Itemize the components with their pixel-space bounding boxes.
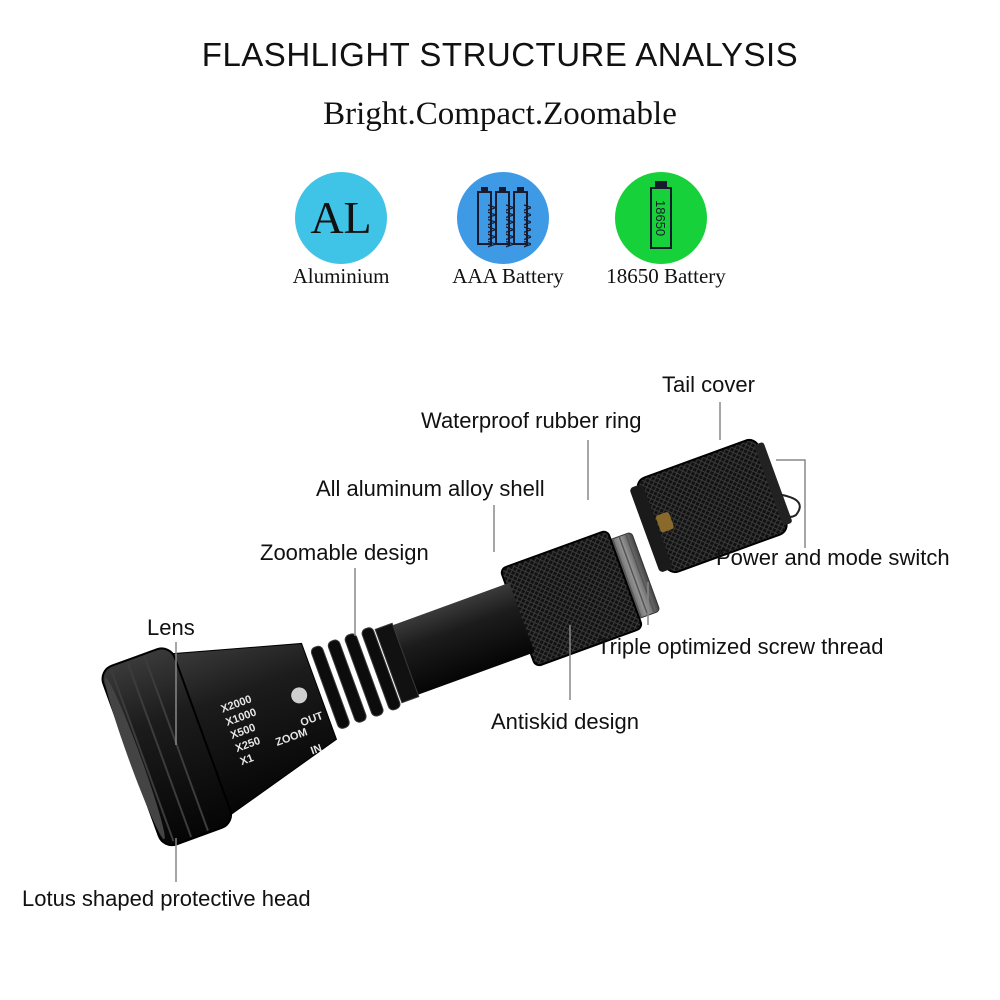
al-badge-icon: AL: [310, 192, 372, 243]
callout-alloy-shell: All aluminum alloy shell: [316, 476, 545, 501]
tail-cover-part: [630, 438, 792, 574]
callout-lotus-head: Lotus shaped protective head: [22, 886, 311, 911]
callout-tail-cover: Tail cover: [662, 372, 755, 397]
svg-text:AAA: AAA: [503, 204, 514, 226]
callout-zoomable: Zoomable design: [260, 540, 429, 565]
callout-antiskid: Antiskid design: [491, 709, 639, 734]
callout-screw-thread: Triple optimized screw thread: [597, 634, 884, 659]
head-marking-in: IN: [309, 742, 323, 757]
svg-text:AAA: AAA: [503, 226, 514, 248]
svg-text:AAA: AAA: [521, 226, 532, 248]
callout-power-switch: Power and mode switch: [716, 545, 950, 570]
callout-lens: Lens: [147, 615, 195, 640]
lanyard-loop-icon: [777, 494, 801, 518]
aaa-battery-label: AAA Battery: [452, 264, 564, 288]
page-subtitle: Bright.Compact.Zoomable: [323, 96, 677, 132]
aaa-battery-badge: AAA AAA AAA AAA AAA AAA: [457, 172, 549, 264]
page-title: FLASHLIGHT STRUCTURE ANALYSIS: [201, 36, 799, 73]
18650-battery-badge: 18650: [615, 172, 707, 264]
18650-battery-icon: 18650: [650, 181, 672, 249]
svg-text:AAA: AAA: [485, 226, 496, 248]
svg-text:AAA: AAA: [521, 204, 532, 226]
flashlight-body: X2000 X1000 X500 X250 X1 ZOOM OUT IN: [101, 530, 660, 847]
head-marking-x1: X1: [239, 752, 256, 768]
switch-contact-icon: [656, 512, 674, 533]
callout-waterproof-ring: Waterproof rubber ring: [421, 408, 642, 433]
svg-text:18650: 18650: [653, 200, 668, 236]
power-switch-leader: [776, 459, 806, 548]
aluminium-badge: AL: [295, 172, 387, 264]
aluminium-label: Aluminium: [292, 264, 390, 288]
head-marker-dot-icon: [291, 687, 308, 704]
aaa-battery-icon: AAA AAA AAA AAA AAA AAA: [477, 187, 532, 248]
18650-battery-label: 18650 Battery: [606, 264, 726, 288]
svg-text:AAA: AAA: [485, 204, 496, 226]
